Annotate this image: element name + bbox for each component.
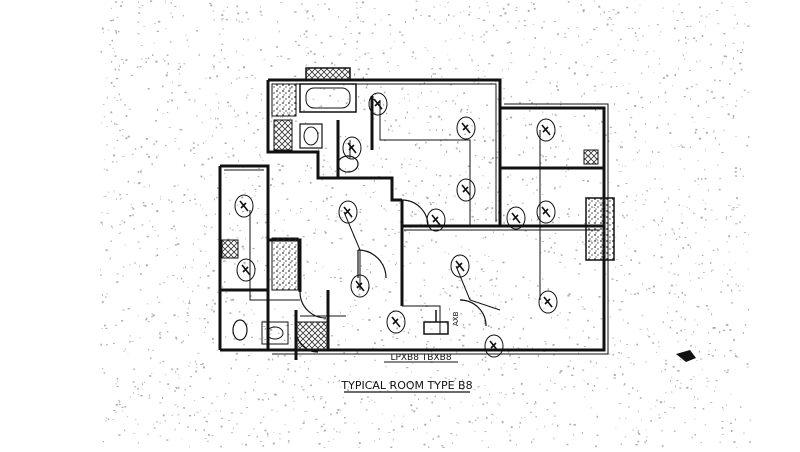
duct-block-left bbox=[272, 238, 298, 290]
drawing-title: TYPICAL ROOM TYPE B8 bbox=[340, 379, 472, 392]
duct-block-top bbox=[272, 84, 296, 116]
shaft-lower bbox=[296, 322, 328, 350]
shaft-right bbox=[584, 150, 598, 164]
side-tag: AXB bbox=[452, 311, 460, 326]
shaft-hatch bbox=[274, 120, 292, 150]
meter-box bbox=[222, 240, 238, 258]
wardrobe-block bbox=[586, 198, 614, 260]
window-top bbox=[306, 68, 350, 80]
